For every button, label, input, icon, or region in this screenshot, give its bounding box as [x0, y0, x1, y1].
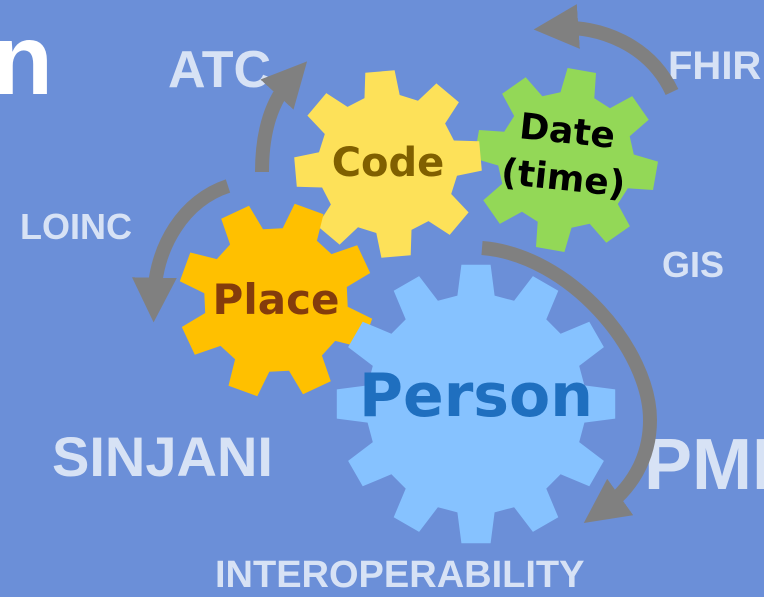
gear-person — [336, 264, 616, 544]
gear-label-code: Code — [332, 140, 445, 186]
arrow-atc — [255, 61, 308, 173]
label-atc: ATC — [168, 41, 272, 99]
gear-date — [474, 68, 658, 252]
arrow-fhir — [533, 4, 679, 96]
arrow-loinc — [132, 179, 231, 323]
corner-text-fragment: n — [0, 4, 54, 116]
label-fhir: FHIR — [668, 44, 762, 88]
gear-label-person: Person — [359, 361, 593, 431]
label-interoperability: INTEROPERABILITY — [215, 554, 585, 596]
label-sinjani: SINJANI — [52, 425, 273, 488]
gear-label-date-line1: Date — [517, 106, 617, 157]
gear-label-place: Place — [213, 275, 340, 324]
arrow-pmi — [481, 241, 658, 524]
label-pmi: PMI — [644, 425, 764, 505]
label-loinc: LOINC — [20, 206, 132, 247]
gear-code — [294, 70, 482, 258]
gear-place — [179, 203, 373, 397]
label-gis: GIS — [662, 244, 725, 285]
